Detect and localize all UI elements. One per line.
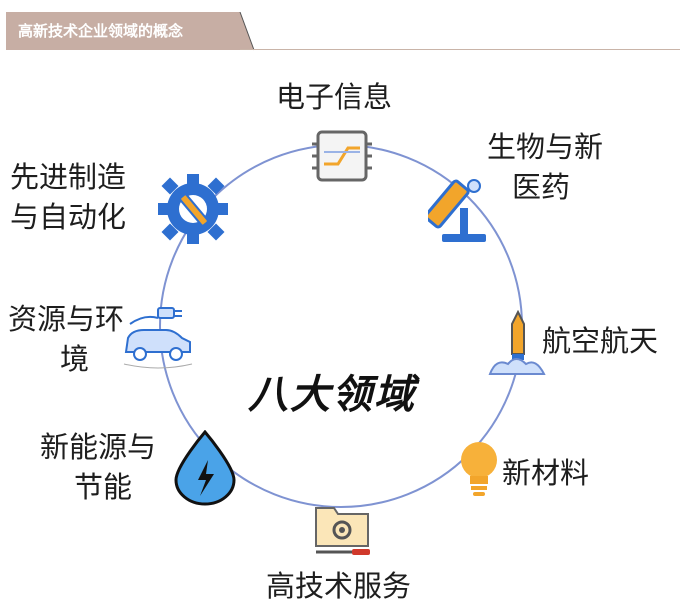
lightbulb-icon — [461, 442, 497, 496]
field-label-hitech-services: 高技术服务 — [266, 569, 412, 603]
center-label: 八大领域 — [248, 372, 416, 418]
field-label-manufacturing-line1: 先进制造 — [10, 160, 127, 194]
field-label-resources-line1: 资源与环 — [8, 302, 125, 336]
field-label-new-energy-line2: 节能 — [74, 470, 133, 504]
field-label-manufacturing-line2: 与自动化 — [10, 200, 127, 234]
gear-folder-icon — [315, 507, 370, 555]
field-label-biomedicine-line1: 生物与新 — [487, 130, 604, 164]
section-header: 高新技术企业领域的概念 — [0, 0, 687, 54]
field-label-biomedicine-line2: 医药 — [512, 170, 571, 204]
section-title: 高新技术企业领域的概念 — [6, 12, 240, 50]
domains-diagram: 八大领域 电子信息 生物与新 医药 航空航天 新材料 — [0, 62, 687, 614]
field-label-electronics: 电子信息 — [276, 80, 393, 114]
microscope-icon — [428, 179, 486, 242]
header-divider — [240, 49, 680, 50]
field-label-new-energy-line1: 新能源与 — [40, 430, 157, 464]
circuit-chip-icon — [312, 130, 372, 182]
electric-car-icon — [123, 307, 193, 369]
field-label-aerospace: 航空航天 — [542, 324, 659, 358]
field-label-resources-line2: 境 — [60, 342, 90, 376]
rocket-icon — [488, 310, 546, 375]
energy-drop-icon — [174, 430, 236, 506]
gear-wrench-icon — [158, 174, 228, 244]
field-label-new-materials: 新材料 — [502, 456, 590, 490]
header-slant-decoration — [226, 12, 255, 51]
